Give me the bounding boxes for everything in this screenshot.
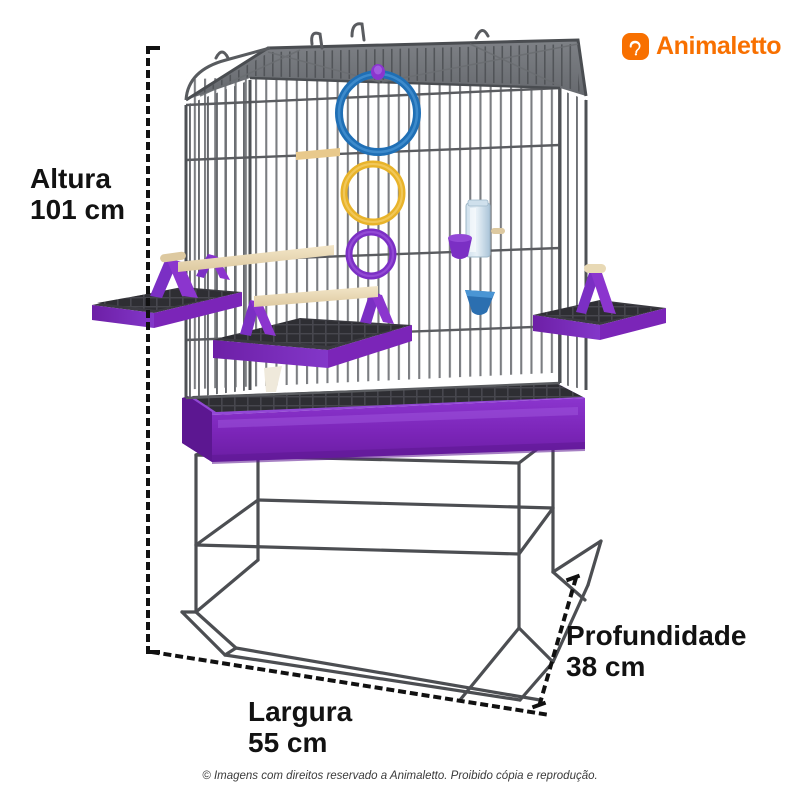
wooden-perch-upper <box>178 245 334 272</box>
wooden-perch-small <box>296 148 340 160</box>
platform-support-left <box>150 251 198 298</box>
inner-platform <box>213 286 412 392</box>
ring-hanger-clip <box>371 64 385 80</box>
platform-support-right <box>576 264 616 314</box>
copyright-notice: © Imagens com direitos reservado a Anima… <box>202 770 598 782</box>
depth-dimension-label: Profundidade 38 cm <box>566 620 747 683</box>
left-outer-platform <box>92 251 242 328</box>
width-dimension-label: Largura 55 cm <box>248 696 353 759</box>
wire-stand <box>180 428 603 702</box>
brand-logo: Animaletto <box>622 32 782 61</box>
height-guide-cap-bottom <box>146 650 160 654</box>
height-guide-line <box>146 46 150 654</box>
brand-name: Animaletto <box>656 32 782 60</box>
purple-bottom-tray <box>182 383 585 464</box>
inner-platform-support <box>240 292 394 336</box>
yellow-ring-toy <box>340 160 406 226</box>
height-guide-cap-top <box>146 46 160 50</box>
animaletto-paw-icon <box>622 33 649 60</box>
purple-ring-toy <box>345 228 397 280</box>
right-outer-platform <box>533 264 666 340</box>
water-bottle-dispenser <box>448 199 505 259</box>
blue-feeder-cup <box>465 290 495 315</box>
wooden-perch <box>254 286 378 307</box>
height-dimension-label: Altura 101 cm <box>30 163 125 226</box>
cage-top-grill <box>184 22 588 102</box>
